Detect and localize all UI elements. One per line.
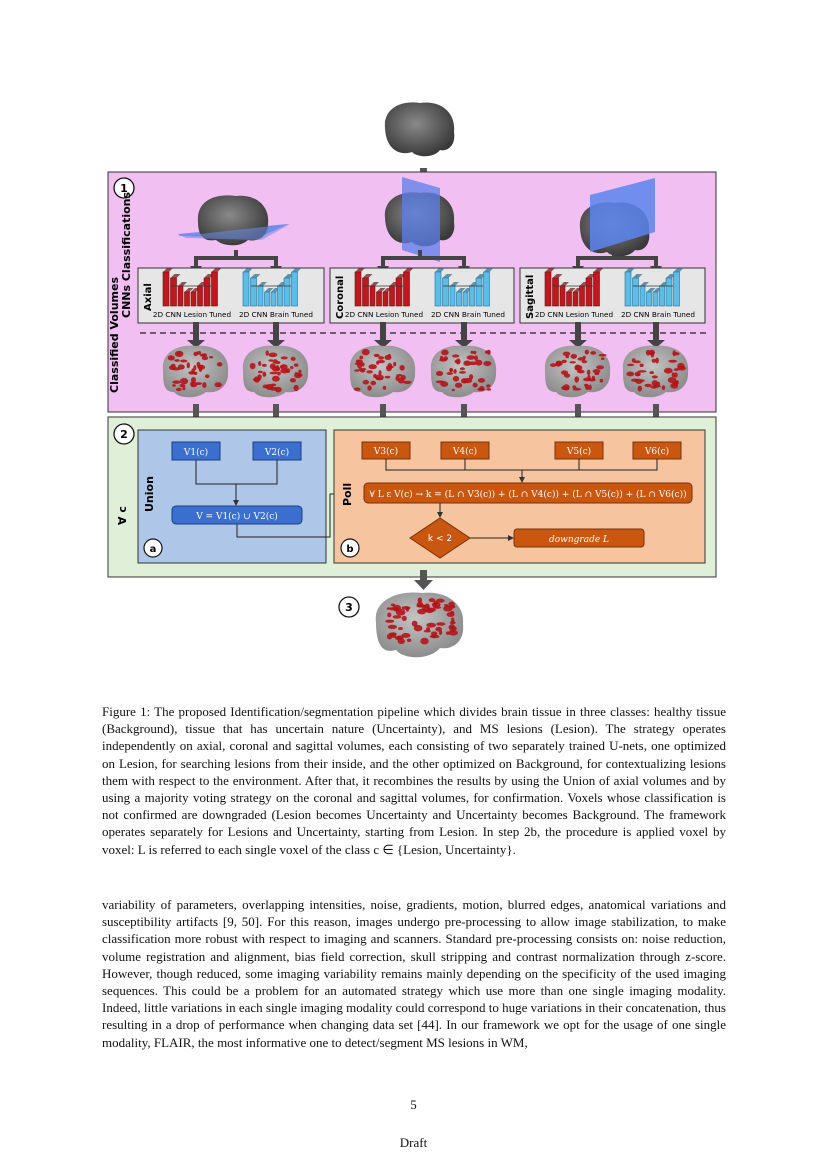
svg-text:V = V1(c) ∪ V2(c): V = V1(c) ∪ V2(c) — [195, 511, 278, 522]
cnn-brain-label: 2D CNN Brain Tuned — [431, 310, 505, 319]
cnn-lesion-label: 2D CNN Lesion Tuned — [345, 310, 423, 319]
step-3-marker: 3 — [338, 596, 360, 618]
classified-volume-4 — [430, 345, 497, 398]
poll-formula-box: ∀ L ε V(c) → k = (L ∩ V3(c)) + (L ∩ V4(c… — [363, 482, 693, 504]
union-v1-box: V1(c) — [171, 441, 221, 461]
svg-text:a: a — [150, 544, 157, 555]
draft-footer: Draft — [399, 1135, 428, 1150]
poll-v6-box: V6(c) — [632, 441, 682, 460]
page-number: 5 — [410, 1097, 417, 1112]
pipeline-figure: 1 CNNs Classifications Classified Volume… — [107, 102, 717, 658]
cnn-lesion-diagram — [162, 268, 222, 307]
figure-caption: Figure 1: The proposed Identification/se… — [102, 704, 726, 857]
classified-volume-2 — [242, 345, 309, 398]
view-name-label: Sagittal — [525, 275, 536, 319]
poll-downgrade-box: downgrade L — [513, 528, 645, 548]
forall-c-label: ∀ c — [116, 506, 129, 525]
svg-text:V4(c): V4(c) — [452, 446, 477, 457]
cnn-brain-diagram — [242, 268, 302, 307]
step-2-marker: 2 — [113, 423, 135, 445]
input-brain — [384, 102, 455, 157]
classified-volume-3 — [349, 345, 416, 398]
output-segmented-brain — [375, 592, 464, 658]
view-name-label: Coronal — [335, 276, 346, 319]
union-formula-box: V = V1(c) ∪ V2(c) — [171, 505, 303, 525]
cnn-brain-label: 2D CNN Brain Tuned — [239, 310, 313, 319]
svg-text:3: 3 — [345, 601, 353, 614]
classified-volume-6 — [622, 345, 689, 398]
axial-brain — [178, 195, 290, 246]
cnn-lesion-diagram — [354, 268, 414, 307]
poll-v3-box: V3(c) — [361, 441, 411, 460]
classified-volumes-label: Classified Volumes — [108, 277, 121, 393]
arrow-to-output — [414, 570, 433, 590]
coronal-brain — [384, 177, 455, 262]
union-title: Union — [143, 476, 156, 512]
union-corner-label: a — [143, 538, 163, 558]
svg-text:2: 2 — [120, 428, 128, 441]
cnn-brain-diagram — [624, 268, 684, 307]
classified-volume-5 — [544, 345, 611, 398]
sagittal-brain — [579, 178, 655, 257]
svg-text:V1(c): V1(c) — [183, 447, 208, 458]
svg-text:V5(c): V5(c) — [566, 446, 591, 457]
classified-volume-1 — [162, 345, 229, 398]
svg-text:V6(c): V6(c) — [644, 446, 669, 457]
section1-connectors — [194, 250, 658, 268]
svg-text:V3(c): V3(c) — [373, 446, 398, 457]
svg-text:∀ L ε V(c) → k = (L ∩ V3(c)): ∀ L ε V(c) → k = (L ∩ V3(c)) + (L ∩ V4(c… — [369, 489, 686, 500]
poll-title: Poll — [341, 483, 354, 506]
body-paragraph: variability of parameters, overlapping i… — [102, 897, 726, 1050]
cnn-to-volume-arrows — [187, 322, 665, 348]
cnn-classifications-label: CNNs Classifications — [120, 191, 133, 318]
svg-text:b: b — [346, 544, 353, 555]
union-v2-box: V2(c) — [252, 441, 302, 461]
poll-v4-box: V4(c) — [440, 441, 490, 460]
cnn-lesion-label: 2D CNN Lesion Tuned — [153, 310, 231, 319]
poll-corner-label: b — [340, 538, 360, 558]
svg-text:downgrade L: downgrade L — [549, 535, 609, 545]
cnn-brain-label: 2D CNN Brain Tuned — [621, 310, 695, 319]
cnn-brain-diagram — [434, 268, 494, 307]
view-name-label: Axial — [143, 283, 154, 311]
svg-text:1: 1 — [120, 182, 128, 195]
poll-v5-box: V5(c) — [554, 441, 604, 460]
cnn-lesion-label: 2D CNN Lesion Tuned — [535, 310, 613, 319]
svg-text:V2(c): V2(c) — [264, 447, 289, 458]
poll-decision-diamond: k < 2 — [409, 517, 471, 559]
step-1-marker: 1 — [113, 177, 135, 199]
svg-text:k < 2: k < 2 — [428, 534, 452, 544]
cnn-lesion-diagram — [544, 268, 604, 307]
